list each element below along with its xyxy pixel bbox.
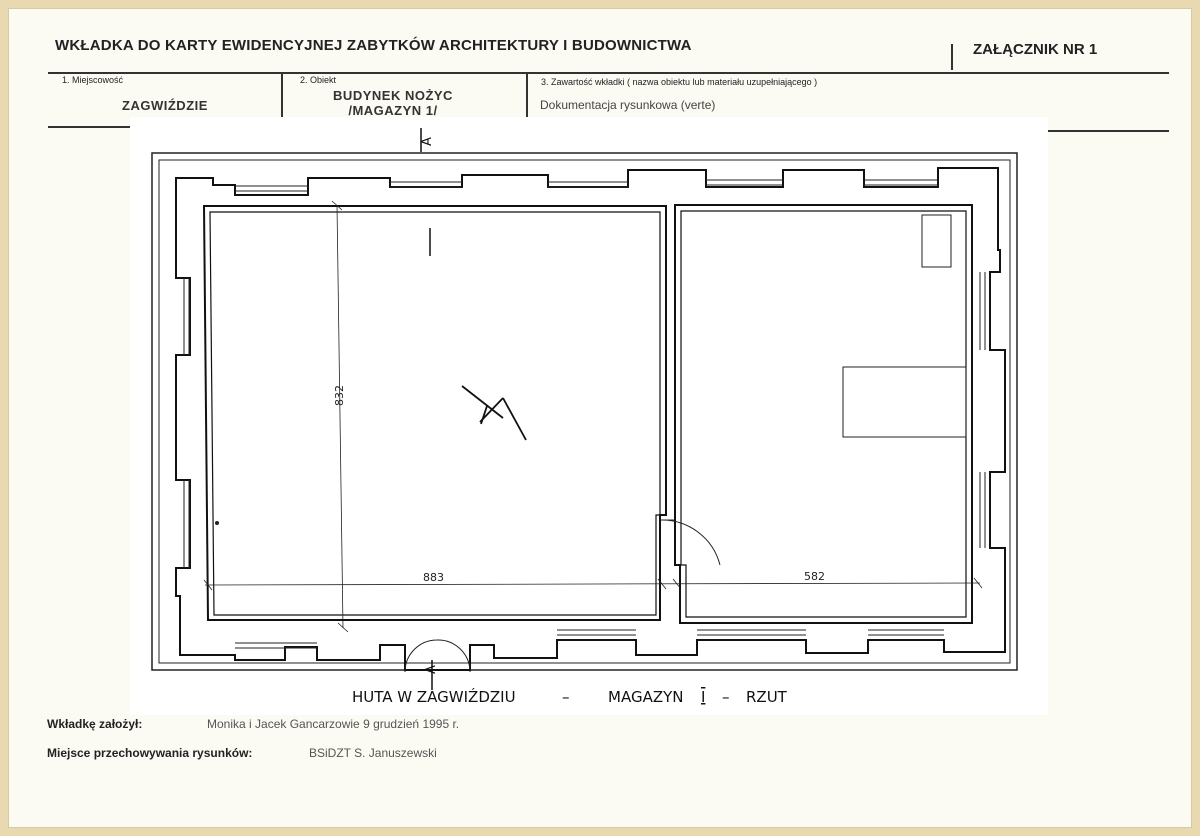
contents-value: Dokumentacja rysunkowa (verte) bbox=[540, 98, 716, 112]
contents-label: 3. Zawartość wkładki ( nazwa obiektu lub… bbox=[541, 77, 818, 87]
small-fixture bbox=[921, 214, 952, 268]
annex-number: ZAŁĄCZNIK NR 1 bbox=[973, 41, 1098, 58]
object-label: 2. Obiekt bbox=[300, 75, 337, 85]
header-bottom-rule-right bbox=[1040, 130, 1169, 132]
header-bottom-rule bbox=[48, 126, 130, 128]
drawing-outer-frame bbox=[151, 152, 1018, 671]
drawing-caption-dash1: – bbox=[562, 688, 570, 706]
interior-door-swing bbox=[659, 519, 721, 566]
storage-label: Miejsce przechowywania rysunków: bbox=[47, 746, 253, 760]
founded-value: Monika i Jacek Gancarzowie 9 grudzień 19… bbox=[207, 717, 460, 731]
field-divider-2 bbox=[526, 74, 528, 120]
dimension-right-width: 582 bbox=[804, 570, 825, 583]
header-rule bbox=[48, 72, 1169, 74]
object-value-line2: /MAGAZYN 1/ bbox=[348, 103, 438, 118]
drawing-caption-part1: HUTA W ZAGWIŹDZIU bbox=[352, 687, 516, 706]
field-divider-1 bbox=[281, 74, 283, 120]
section-mark-bottom: A bbox=[424, 665, 439, 674]
floor-plan-drawing: A A 832 883 582 HUTA W ZAGWIŹDZIU – MAGA… bbox=[130, 117, 1048, 715]
header-divider bbox=[951, 44, 953, 70]
dimension-left-width: 883 bbox=[423, 571, 444, 584]
north-arrow-icon bbox=[461, 385, 527, 441]
founded-label: Wkładkę założył: bbox=[47, 717, 143, 731]
large-fixture bbox=[842, 366, 967, 438]
dimension-height: 832 bbox=[333, 385, 346, 406]
locality-label: 1. Miejscowość bbox=[62, 75, 124, 85]
drawing-caption-dash2: – bbox=[722, 688, 730, 706]
right-room-wall bbox=[674, 204, 973, 624]
locality-value: ZAGWIŹDZIE bbox=[122, 98, 208, 113]
storage-value: BSiDZT S. Januszewski bbox=[309, 746, 437, 760]
section-mark-top: A bbox=[420, 137, 435, 146]
entrance-door-swing bbox=[404, 639, 471, 673]
object-value-line1: BUDYNEK NOŻYC bbox=[333, 88, 453, 103]
drawing-caption-part2: MAGAZYN bbox=[608, 688, 683, 706]
document-title: WKŁADKA DO KARTY EWIDENCYJNEJ ZABYTKÓW A… bbox=[55, 37, 692, 54]
left-room-inner bbox=[209, 211, 661, 616]
drawing-caption-part3: RZUT bbox=[746, 688, 788, 706]
right-room-inner bbox=[680, 210, 967, 618]
drawing-inner-frame bbox=[158, 159, 1011, 664]
drawing-caption-numeral: I bbox=[701, 688, 705, 706]
